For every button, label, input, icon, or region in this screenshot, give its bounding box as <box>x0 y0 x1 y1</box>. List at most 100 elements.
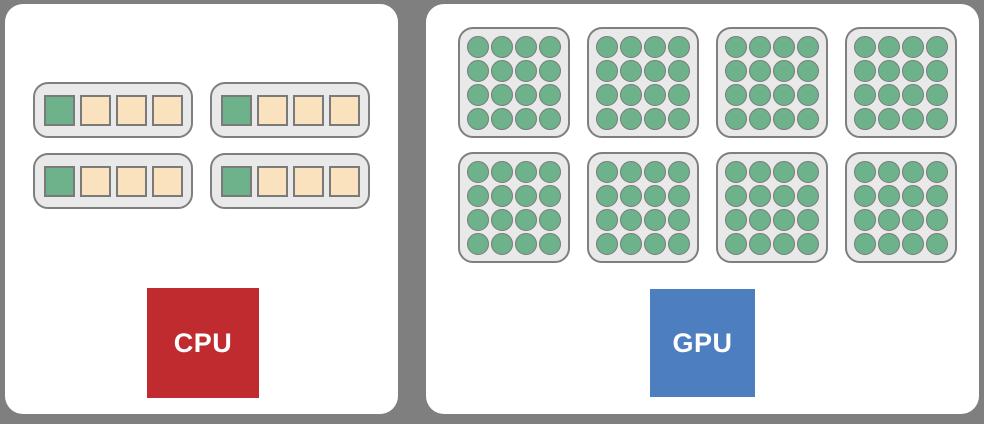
gpu-core-circle <box>878 160 900 183</box>
gpu-core-circle <box>926 232 948 255</box>
gpu-core-circle <box>773 35 795 58</box>
gpu-core-circle <box>773 59 795 82</box>
gpu-core-circle <box>467 107 489 130</box>
gpu-core-circle <box>467 184 489 207</box>
gpu-core-circle <box>797 59 819 82</box>
gpu-panel: GPU <box>426 4 979 414</box>
gpu-core-circle <box>797 232 819 255</box>
cpu-panel: CPU <box>5 4 398 414</box>
gpu-core-circle <box>725 184 747 207</box>
gpu-core-circle <box>854 59 876 82</box>
gpu-label: GPU <box>650 289 755 397</box>
gpu-core-circle <box>644 208 666 231</box>
gpu-core-circle <box>797 107 819 130</box>
gpu-core-circle <box>644 59 666 82</box>
gpu-core-circle <box>668 208 690 231</box>
gpu-core-circle <box>926 59 948 82</box>
gpu-core-circle <box>773 160 795 183</box>
gpu-core-circle <box>620 208 642 231</box>
gpu-core-circle <box>491 107 513 130</box>
gpu-core-circle <box>620 59 642 82</box>
cpu-slot-square <box>292 94 324 126</box>
gpu-core-circle <box>749 160 771 183</box>
gpu-core-circle <box>926 208 948 231</box>
gpu-core-circle <box>515 208 537 231</box>
gpu-core-circle <box>725 208 747 231</box>
gpu-core-circle <box>749 184 771 207</box>
gpu-core-circle <box>749 35 771 58</box>
gpu-core-circle <box>539 35 561 58</box>
gpu-core-circle <box>749 107 771 130</box>
gpu-core-circle <box>539 59 561 82</box>
gpu-core-group <box>716 27 828 138</box>
gpu-core-group <box>458 152 570 263</box>
gpu-core-circle <box>644 184 666 207</box>
cpu-slot-square <box>115 94 147 126</box>
gpu-core-circle <box>854 184 876 207</box>
gpu-core-circle <box>515 107 537 130</box>
gpu-core-circle <box>902 160 924 183</box>
gpu-core-group <box>845 27 957 138</box>
gpu-core-circle <box>620 83 642 106</box>
cpu-slot-square <box>328 94 360 126</box>
gpu-core-circle <box>644 232 666 255</box>
gpu-core-circle <box>596 59 618 82</box>
gpu-core-circle <box>797 160 819 183</box>
gpu-core-circle <box>878 184 900 207</box>
gpu-core-circle <box>491 35 513 58</box>
gpu-core-circle <box>539 232 561 255</box>
cpu-core-square <box>220 94 252 126</box>
gpu-core-circle <box>644 160 666 183</box>
gpu-core-circle <box>749 59 771 82</box>
gpu-core-circle <box>878 59 900 82</box>
gpu-core-groups <box>458 27 957 263</box>
cpu-slot-square <box>256 94 288 126</box>
cpu-slot-square <box>292 165 324 197</box>
gpu-core-circle <box>491 232 513 255</box>
gpu-core-circle <box>491 184 513 207</box>
gpu-core-circle <box>773 232 795 255</box>
gpu-core-circle <box>620 232 642 255</box>
gpu-core-circle <box>620 35 642 58</box>
gpu-core-circle <box>620 160 642 183</box>
cpu-slot-square <box>151 165 183 197</box>
gpu-core-circle <box>902 83 924 106</box>
gpu-core-circle <box>620 107 642 130</box>
cpu-slot-square <box>151 94 183 126</box>
gpu-core-circle <box>515 160 537 183</box>
gpu-core-circle <box>668 107 690 130</box>
gpu-core-circle <box>644 35 666 58</box>
gpu-core-circle <box>902 232 924 255</box>
gpu-core-circle <box>539 83 561 106</box>
gpu-core-circle <box>902 107 924 130</box>
gpu-core-circle <box>749 232 771 255</box>
gpu-core-circle <box>902 35 924 58</box>
gpu-core-circle <box>668 83 690 106</box>
gpu-core-circle <box>668 35 690 58</box>
cpu-slot-square <box>256 165 288 197</box>
gpu-core-circle <box>854 83 876 106</box>
gpu-core-circle <box>878 83 900 106</box>
gpu-core-circle <box>773 208 795 231</box>
gpu-core-circle <box>515 59 537 82</box>
gpu-core-circle <box>515 35 537 58</box>
gpu-core-group <box>845 152 957 263</box>
gpu-core-circle <box>515 83 537 106</box>
gpu-core-circle <box>878 232 900 255</box>
gpu-core-circle <box>668 184 690 207</box>
gpu-core-circle <box>854 107 876 130</box>
gpu-core-circle <box>725 232 747 255</box>
gpu-core-group <box>458 27 570 138</box>
gpu-core-circle <box>539 184 561 207</box>
gpu-core-circle <box>668 160 690 183</box>
gpu-core-circle <box>797 208 819 231</box>
gpu-core-circle <box>596 107 618 130</box>
cpu-slot-square <box>79 94 111 126</box>
gpu-core-circle <box>515 232 537 255</box>
gpu-core-circle <box>878 35 900 58</box>
gpu-core-circle <box>596 35 618 58</box>
gpu-core-circle <box>515 184 537 207</box>
gpu-core-circle <box>467 35 489 58</box>
gpu-core-circle <box>926 35 948 58</box>
